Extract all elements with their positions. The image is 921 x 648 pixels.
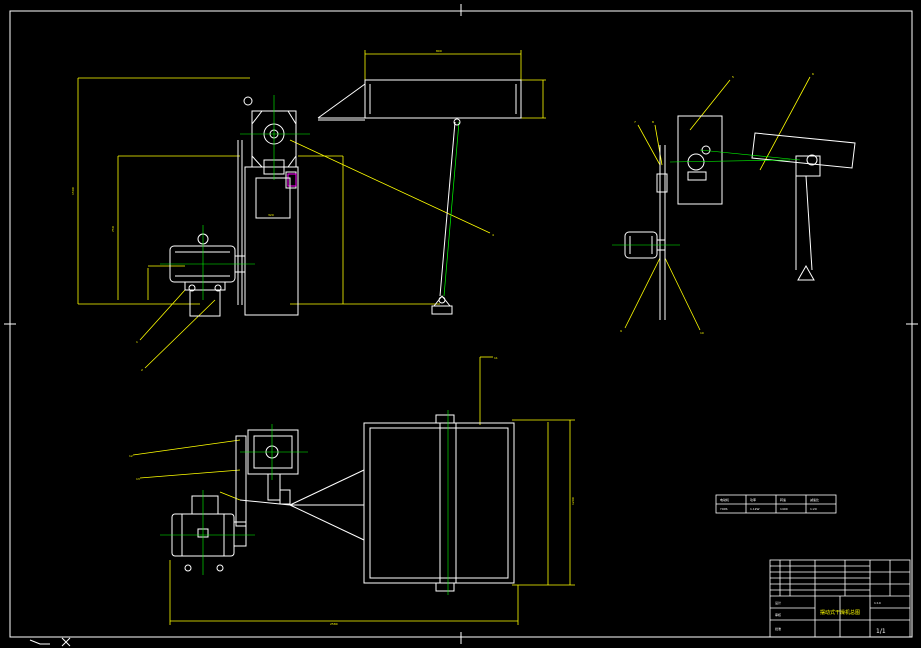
connecting-rod-front xyxy=(431,118,461,315)
title-block: 摆动式干燥机总图 设计 审核 批准 1:10 1/1 xyxy=(769,559,911,638)
front-view: 4 1 2 1500 750 320 800 xyxy=(71,49,546,372)
side-centerlines xyxy=(612,149,801,246)
dim-box-depth: 800 xyxy=(436,49,442,53)
dim-overall-height: 1500 xyxy=(71,187,75,195)
part-label-9: 9 xyxy=(620,329,622,333)
drying-hopper-front xyxy=(317,79,522,121)
side-geometry xyxy=(624,115,856,320)
drawing-title: 摆动式干燥机总图 xyxy=(820,609,860,616)
gear-reducer-front xyxy=(243,96,297,189)
tech-value-2: 1400 xyxy=(780,507,788,511)
front-dimensions xyxy=(77,50,546,369)
part-label-6: 6 xyxy=(812,72,814,76)
tech-spec-table: 电动机 功率 转速 减速比 Y90S 1.1kW 1400 1:20 xyxy=(715,494,837,514)
tech-header-1: 功率 xyxy=(750,497,756,502)
front-centerlines xyxy=(160,95,310,300)
side-view: 5 6 7 8 9 10 xyxy=(612,72,856,335)
sheet-border xyxy=(4,4,918,647)
tech-header-0: 电动机 xyxy=(720,497,729,502)
part-label-10: 10 xyxy=(700,331,704,335)
plan-dimensions xyxy=(132,356,575,625)
dim-plan-height: 1200 xyxy=(571,497,575,505)
tech-value-1: 1.1kW xyxy=(750,507,760,511)
approval-label: 批准 xyxy=(775,626,781,631)
tech-header-3: 减速比 xyxy=(810,497,819,502)
tech-value-0: Y90S xyxy=(720,507,728,511)
plan-view: 11 12 13 2580 1200 xyxy=(129,356,575,626)
plan-centerlines xyxy=(160,410,449,595)
sheet-number: 1/1 xyxy=(876,628,886,635)
part-label-13: 13 xyxy=(136,477,140,481)
part-label-11: 11 xyxy=(494,356,498,360)
dim-plan-width: 2580 xyxy=(330,622,338,626)
side-leaders xyxy=(624,76,811,331)
designer-label: 设计 xyxy=(775,600,781,605)
dim-base-width: 320 xyxy=(268,213,274,217)
frame-post-front xyxy=(237,140,299,316)
part-label-2: 2 xyxy=(141,368,143,372)
part-label-12: 12 xyxy=(129,454,133,458)
tech-value-3: 1:20 xyxy=(810,507,817,511)
part-label-5: 5 xyxy=(732,75,734,79)
dim-motor-height: 750 xyxy=(111,226,115,232)
part-label-8: 8 xyxy=(652,120,654,124)
part-label-4: 4 xyxy=(492,233,494,237)
part-label-1: 1 xyxy=(136,340,138,344)
plan-geometry xyxy=(171,414,515,592)
checker-label: 审核 xyxy=(775,612,781,617)
drawing-scale: 1:10 xyxy=(874,601,881,605)
tech-header-2: 转速 xyxy=(780,497,786,502)
part-label-7: 7 xyxy=(634,120,636,124)
